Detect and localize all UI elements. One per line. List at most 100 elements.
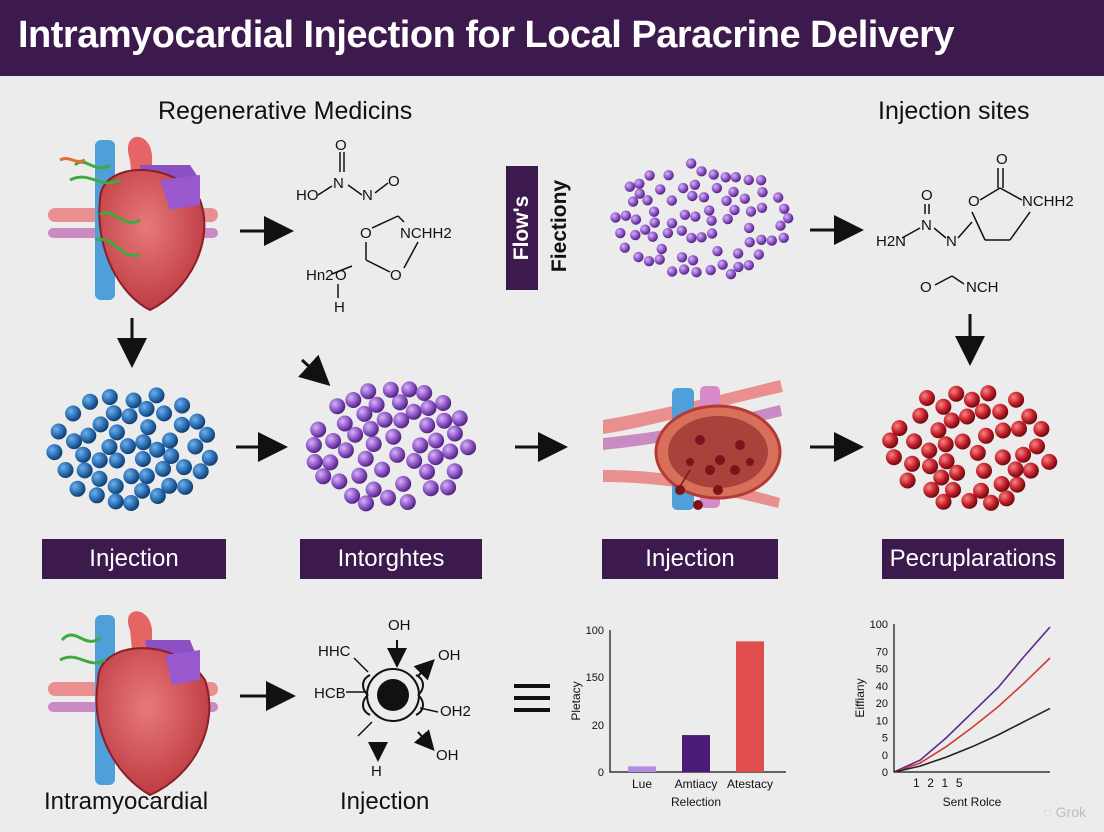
particle — [642, 195, 653, 206]
purple-particle-cloud-top — [610, 158, 794, 280]
label-injection-1: Injection — [42, 539, 226, 579]
particle — [362, 420, 379, 437]
particle — [428, 432, 445, 449]
particle — [358, 495, 374, 512]
particle — [919, 390, 935, 406]
particle — [1015, 446, 1032, 463]
particle — [743, 260, 754, 271]
particle — [50, 423, 67, 440]
particle — [1011, 420, 1027, 437]
svg-text:HO: HO — [296, 187, 319, 204]
particle — [356, 405, 373, 422]
particle — [906, 433, 923, 450]
svg-text:N: N — [333, 175, 344, 192]
particle — [935, 398, 952, 415]
heart-icon — [48, 136, 218, 312]
bar-lue — [628, 766, 656, 772]
particle — [380, 489, 396, 506]
particle — [995, 422, 1011, 439]
label-intorghtes: Intorghtes — [300, 539, 482, 579]
svg-text:O: O — [390, 267, 402, 284]
blue-particle-cluster — [46, 387, 218, 511]
particle — [109, 452, 125, 469]
molecule-top-left: HO N O N O O NCHH2 O Hn2 O H — [296, 137, 452, 316]
particle — [436, 412, 453, 429]
particle — [1033, 421, 1050, 437]
particle — [923, 481, 940, 498]
particle — [174, 397, 191, 414]
particle — [435, 395, 452, 411]
particle — [783, 213, 794, 224]
particle — [405, 403, 422, 420]
particle — [337, 442, 354, 459]
svg-text:NCHH2: NCHH2 — [400, 225, 452, 242]
particle — [959, 408, 976, 425]
particle — [630, 214, 642, 225]
line-chart-xtick: 1 — [942, 776, 949, 790]
svg-text:NCH: NCH — [966, 279, 999, 296]
particle — [779, 203, 790, 214]
particle — [345, 392, 362, 408]
particle — [711, 182, 723, 194]
svg-text:H: H — [371, 763, 382, 780]
particle — [655, 184, 666, 195]
label-injection-2: Injection — [602, 539, 778, 579]
particle — [624, 181, 635, 192]
particle — [442, 443, 459, 460]
particle — [331, 473, 348, 490]
particle — [134, 451, 151, 467]
particle — [46, 444, 63, 461]
particle — [88, 487, 105, 504]
particle — [937, 436, 954, 453]
particle — [1022, 462, 1039, 479]
particle — [666, 195, 677, 206]
particle — [391, 394, 408, 411]
particle — [446, 463, 463, 480]
particle — [351, 467, 368, 484]
particle — [730, 172, 741, 183]
line-series-3 — [893, 707, 1051, 773]
svg-text:NCHH2: NCHH2 — [1022, 193, 1074, 210]
particle — [108, 424, 125, 441]
particle — [949, 464, 966, 481]
particle — [107, 478, 124, 495]
particle — [149, 488, 166, 504]
particle — [666, 266, 678, 277]
particle — [698, 192, 710, 203]
svg-text:O: O — [996, 151, 1008, 168]
particle — [922, 458, 939, 475]
particle — [998, 490, 1015, 507]
flow-box: Flow's — [506, 166, 538, 290]
particle — [91, 452, 108, 469]
svg-text:H: H — [334, 299, 345, 316]
svg-text:O: O — [968, 193, 980, 210]
particle — [690, 211, 701, 222]
particle — [983, 494, 999, 511]
particle — [973, 482, 989, 499]
particle — [728, 186, 739, 198]
particle — [974, 403, 991, 420]
particle — [980, 385, 997, 402]
particle — [163, 448, 180, 464]
particle — [123, 495, 140, 511]
particle — [904, 455, 921, 472]
particle — [743, 174, 754, 186]
particle — [954, 433, 971, 450]
particle — [310, 421, 327, 438]
particle — [691, 267, 702, 278]
purple-particle-cluster — [305, 381, 477, 512]
line-chart-xtick: 1 — [913, 776, 920, 790]
bar-chart-ylabel: Pletacy — [569, 681, 583, 720]
bar-chart-ytick: 0 — [598, 767, 604, 779]
particle — [725, 269, 737, 280]
particle — [992, 403, 1009, 420]
svg-text:HHC: HHC — [318, 643, 351, 660]
particle — [663, 170, 674, 181]
particle — [619, 242, 630, 253]
particle — [678, 264, 690, 275]
particle — [365, 481, 382, 498]
particle — [399, 494, 416, 510]
red-particle-cluster — [882, 385, 1058, 511]
particle — [687, 190, 698, 202]
particle — [176, 459, 192, 476]
